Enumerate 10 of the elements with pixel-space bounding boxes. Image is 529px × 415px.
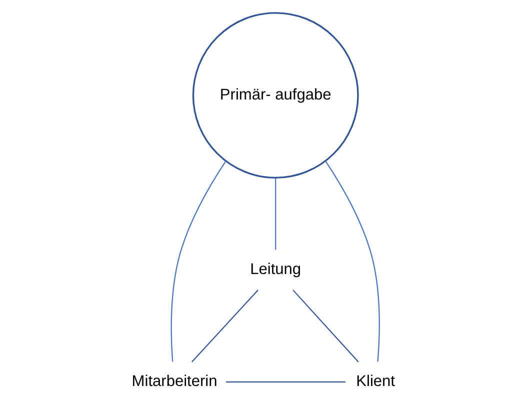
connector	[275, 178, 276, 250]
node-text: Klient	[356, 373, 395, 390]
connector	[192, 290, 258, 362]
node-text: Mitarbeiterin	[132, 373, 218, 390]
node-text: Leitung	[250, 260, 302, 278]
connector	[292, 290, 359, 362]
connector	[325, 160, 380, 362]
connector	[226, 381, 346, 383]
node-circle: Primär- aufgabe	[192, 12, 359, 179]
connector	[170, 160, 226, 362]
